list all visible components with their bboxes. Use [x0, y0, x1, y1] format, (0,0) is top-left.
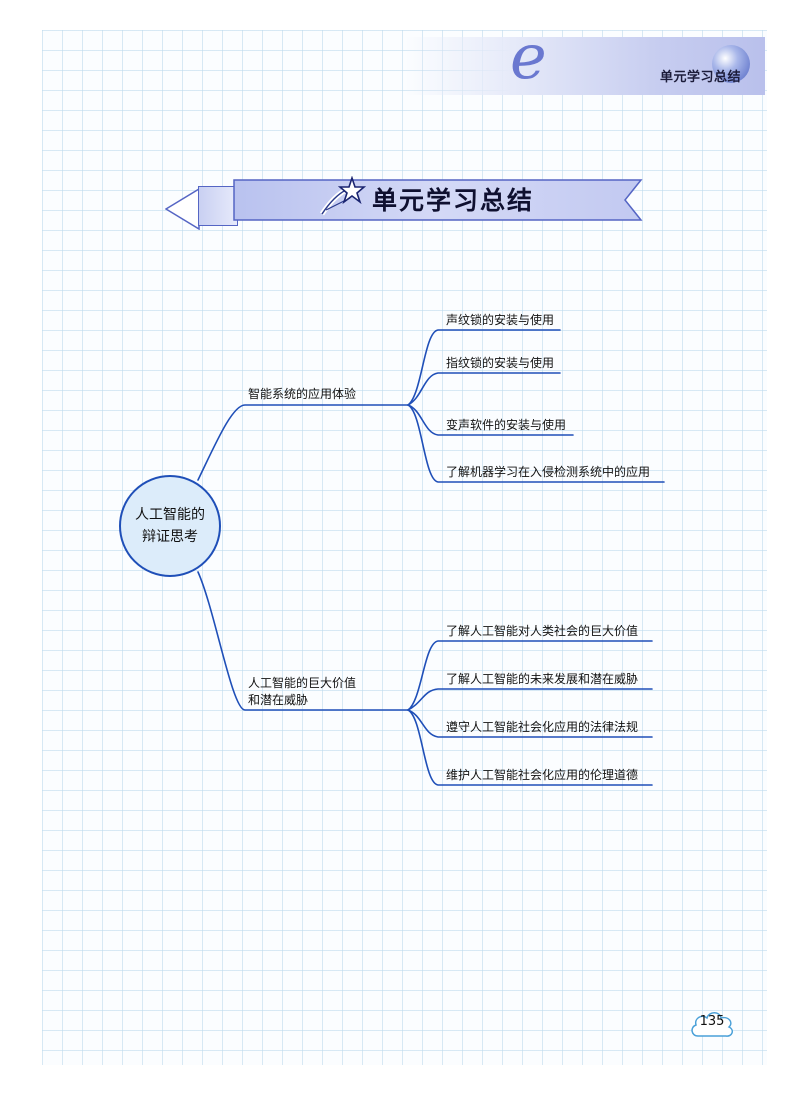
center-node-line1: 人工智能的 [135, 507, 205, 523]
leaf-item: 了解机器学习在入侵检测系统中的应用 [446, 465, 651, 479]
e-logo-icon: e [510, 20, 547, 93]
ribbon-fold [198, 186, 238, 226]
running-header-title: 单元学习总结 [660, 70, 742, 85]
branch-1-label-line1: 智能系统的应用体验 [248, 387, 357, 401]
leaf-item: 了解人工智能对人类社会的巨大价值 [446, 624, 639, 638]
connector-center-branch2 [197, 571, 409, 711]
branch-2-label-line2: 和潜在威胁 [248, 693, 309, 707]
page-number: 135 [699, 1014, 725, 1029]
leaf-item: 了解人工智能的未来发展和潜在威胁 [446, 672, 639, 686]
leaf-item: 变声软件的安装与使用 [446, 418, 567, 432]
leaf-item: 维护人工智能社会化应用的伦理道德 [446, 768, 639, 782]
center-node-line2: 辩证思考 [142, 529, 198, 545]
connector-leaf-2-3 [407, 709, 653, 738]
leaf-item: 声纹锁的安装与使用 [446, 313, 555, 327]
connector-leaf-2-4 [407, 709, 653, 786]
mindmap-center-node: 人工智能的 辩证思考 [119, 475, 221, 577]
running-header-band [405, 37, 765, 95]
cloud-badge-icon [691, 1012, 734, 1037]
connector-leaf-2-1 [407, 640, 653, 711]
connector-center-branch1 [197, 404, 409, 481]
star-icon [320, 176, 366, 216]
connector-leaf-2-2 [407, 688, 653, 711]
globe-icon [712, 45, 750, 83]
leaf-item: 指纹锁的安装与使用 [446, 356, 555, 370]
branch-label-1: 智能系统的应用体验 [248, 386, 356, 403]
branch-2-label-line1: 人工智能的巨大价值 [248, 676, 357, 690]
leaf-item: 遵守人工智能社会化应用的法律法规 [446, 720, 639, 734]
connector-leaf-1-4 [407, 404, 665, 483]
branch-label-2: 人工智能的巨大价值 和潜在威胁 [248, 675, 356, 709]
banner-title: 单元学习总结 [372, 186, 535, 215]
connector-leaf-1-2 [407, 372, 561, 406]
connector-leaf-1-1 [407, 329, 561, 406]
ribbon-banner [233, 179, 643, 221]
connector-leaf-1-3 [407, 404, 574, 436]
